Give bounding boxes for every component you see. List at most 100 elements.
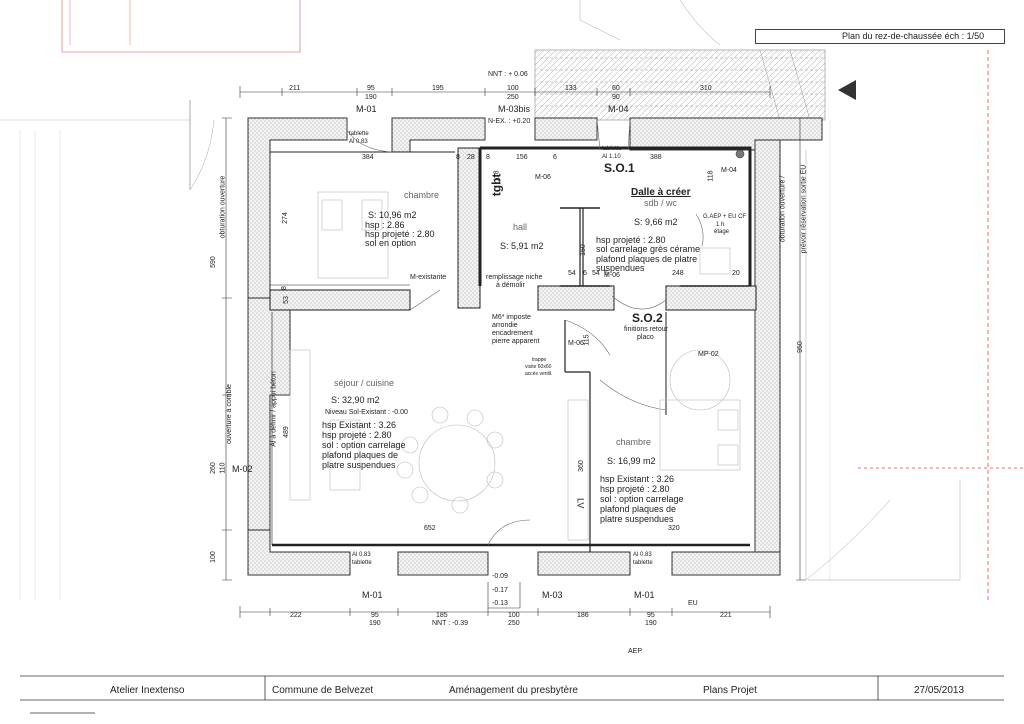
room-chambre-2-plafond: plafond plaques de xyxy=(600,504,677,514)
dim-in-54b: 54 xyxy=(592,270,600,277)
tag-m01-top: M-01 xyxy=(356,104,377,114)
note-al083-bl: Al 0.83 xyxy=(352,552,371,558)
dim-in-248: 248 xyxy=(672,270,684,277)
exterior-walls xyxy=(247,117,823,576)
tag-m01-bl: M-01 xyxy=(362,590,383,600)
level-door-1: -0.09 xyxy=(492,573,508,580)
note-tablette-top: tablette xyxy=(349,131,369,137)
dim-bot-95: 95 xyxy=(371,612,379,619)
tag-tgbt: tgbt xyxy=(489,173,504,197)
dim-left-100: 100 xyxy=(209,551,217,563)
room-chambre-2-suspendues: platre suspendues xyxy=(600,514,674,524)
dim-in-8c: 8 xyxy=(280,286,288,290)
dim-top-190: 190 xyxy=(365,94,377,101)
dim-in-5: 5 xyxy=(604,270,608,277)
note-remplissage-1: remplissage niche xyxy=(486,274,543,281)
room-chambre-2-hsp-projet: hsp projeté : 2.80 xyxy=(600,484,670,494)
title-block-project: Aménagement du presbytère xyxy=(449,685,578,696)
tag-m02: M-02 xyxy=(232,464,253,474)
room-sdb-surface: S: 9,66 m2 xyxy=(634,217,678,227)
dim-bot-185: 185 xyxy=(436,612,448,619)
room-chambre-1-sol: sol en option xyxy=(365,238,417,248)
level-nnt-bottom: NNT : -0.39 xyxy=(432,620,469,627)
tag-m04-top: M-04 xyxy=(608,104,629,114)
sheet-title-box xyxy=(755,29,1005,44)
room-chambre-2-sol: sol : option carrelage xyxy=(600,494,684,504)
tag-m03bis: M-03bis xyxy=(498,104,531,114)
interior-walls xyxy=(269,146,757,552)
dim-in-54a: 54 xyxy=(568,270,576,277)
note-finitions-2: placo xyxy=(637,334,654,341)
dim-in-388: 388 xyxy=(650,154,662,161)
level-nex: N-EX. : +0.20 xyxy=(488,118,531,125)
dim-top-211: 211 xyxy=(289,85,301,92)
dim-in-8a: 8 xyxy=(456,154,460,161)
room-chambre-1-hsp: hsp : 2.86 xyxy=(365,220,405,230)
room-sejour-surface: S: 32,90 m2 xyxy=(331,395,380,405)
dim-bot-100: 100 xyxy=(508,612,520,619)
dim-top-100: 100 xyxy=(507,85,519,92)
tag-m-existante: M-existante xyxy=(410,274,447,281)
dim-in-360: 360 xyxy=(577,460,585,472)
tag-mp02: MP-02 xyxy=(698,351,719,358)
note-m6-3: encadrement xyxy=(492,330,533,337)
title-block-frame xyxy=(20,675,1004,714)
dim-in-320: 320 xyxy=(668,525,680,532)
dim-bot-190b: 190 xyxy=(645,620,657,627)
title-block-client: Commune de Belvezet xyxy=(272,685,374,696)
dim-in-28: 28 xyxy=(467,154,475,161)
dim-top-95: 95 xyxy=(367,85,375,92)
dim-right-950: 950 xyxy=(796,341,804,353)
dim-top-133: 133 xyxy=(565,85,577,92)
level-door-3: -0.13 xyxy=(492,600,508,607)
door-swings xyxy=(346,119,704,546)
note-etage-1: 1 h xyxy=(716,222,725,228)
room-sdb-heading: Dalle à créer xyxy=(631,187,691,198)
note-finitions-1: finitions retour xyxy=(624,326,668,333)
dim-in-384: 384 xyxy=(362,154,374,161)
dim-in-274: 274 xyxy=(281,212,289,224)
note-al083-br: Al 0.83 xyxy=(633,552,652,558)
room-chambre-1-name: chambre xyxy=(404,190,440,200)
dim-left-110: 110 xyxy=(219,462,227,474)
level-door-2: -0.17 xyxy=(492,587,508,594)
room-sejour-niveau: Niveau Sol-Existant : -0.00 xyxy=(325,409,408,416)
dim-left-260: 260 xyxy=(209,462,217,474)
tag-lv: LV xyxy=(575,498,586,509)
note-trappe-1: trappe xyxy=(532,357,547,363)
room-chambre-2-surface: S: 16,99 m2 xyxy=(607,456,656,466)
dim-in-53: 53 xyxy=(282,296,290,304)
room-sejour-hsp-existant: hsp Existant : 3.26 xyxy=(322,420,397,430)
title-block-date: 27/05/2013 xyxy=(914,685,965,696)
note-m6-2: arrondie xyxy=(492,322,518,329)
note-obturation-right: obturation ouverture / xyxy=(779,175,787,243)
dim-bot-221: 221 xyxy=(720,612,732,619)
dim-in-115: 115 xyxy=(583,334,591,346)
dim-in-8b: 8 xyxy=(486,154,490,161)
room-chambre-2-name: chambre xyxy=(616,437,652,447)
dimension-lines xyxy=(222,86,806,618)
note-gaep: G.AEP + EU CF xyxy=(703,214,747,220)
sheet-title: Plan du rez-de-chaussée éch : 1/50 xyxy=(842,31,985,41)
dim-bot-222: 222 xyxy=(290,612,302,619)
dim-bot-190: 190 xyxy=(369,620,381,627)
room-sejour-name: séjour / cuisine xyxy=(334,378,395,388)
note-tablette-br: tablette xyxy=(633,560,653,566)
room-sdb-plafond: plafond plaques de platre xyxy=(596,254,698,264)
room-hall-name: hall xyxy=(513,222,528,232)
room-sejour-suspendues: platre suspendues xyxy=(322,460,396,470)
tag-m01-br: M-01 xyxy=(634,590,655,600)
tag-so1: S.O.1 xyxy=(604,161,635,175)
note-tablette-mid: tablette xyxy=(602,146,622,152)
note-trappe-3: accès ventil. xyxy=(525,371,553,377)
dim-top-195: 195 xyxy=(432,85,444,92)
tag-m06-bottom: M-06 xyxy=(604,272,620,279)
dim-in-118b: 118 xyxy=(707,170,715,182)
tag-m06-top: M-06 xyxy=(535,174,551,181)
dim-top-310: 310 xyxy=(700,85,712,92)
level-nnt-top: NNT : + 0.06 xyxy=(488,71,528,78)
room-chambre-1-hsp-projet: hsp projeté : 2.80 xyxy=(365,229,435,239)
note-etage-2: étage xyxy=(714,229,730,235)
note-prevoir-eu: prévoir réservation sortie EU xyxy=(800,164,808,254)
